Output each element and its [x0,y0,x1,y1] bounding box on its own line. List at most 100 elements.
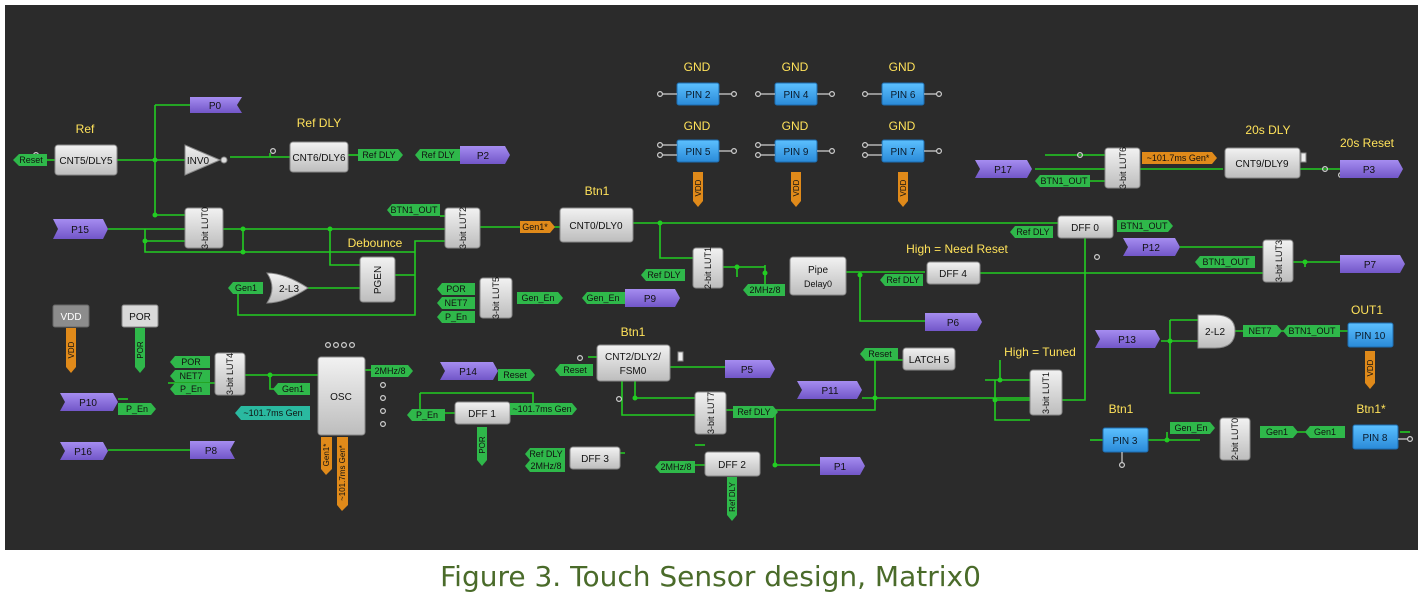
vdd-box[interactable]: VDD [52,304,90,328]
port-p8[interactable]: P8 [190,441,235,459]
net-pen-d: P_En [407,409,445,421]
block-lut0[interactable]: 3-bit LUT0 [184,207,224,249]
svg-text:P_En: P_En [180,384,202,394]
port-p13[interactable]: P13 [1095,330,1160,348]
port-p1[interactable]: P1 [820,457,865,475]
pin-4[interactable]: PIN 4 [774,82,818,106]
svg-text:FSM0: FSM0 [620,366,647,377]
net-reset-b: Reset [498,369,535,381]
net-gen-en-c: Gen_En [1170,422,1215,434]
block-dff0[interactable]: DFF 0 [1057,215,1114,239]
svg-text:NET7: NET7 [179,371,202,381]
net-vdd-pin9: VDD [791,172,801,207]
block-cnt2[interactable]: CNT2/DLY2/FSM0 [596,344,684,382]
svg-text:NET7: NET7 [444,298,467,308]
svg-text:DFF 3: DFF 3 [581,454,609,465]
net-gen101-b: ~101.7ms Gen [235,406,310,420]
port-p14[interactable]: P14 [440,362,498,380]
pin-10[interactable]: PIN 10 [1347,322,1394,348]
port-p17[interactable]: P17 [975,160,1032,178]
block-lut7[interactable]: 3-bit LUT7 [694,391,727,435]
block-2-l3[interactable]: 2-L3 [266,272,309,304]
pin-3[interactable]: PIN 3 [1102,427,1149,453]
port-p16[interactable]: P16 [60,442,108,460]
svg-text:NET7: NET7 [1248,326,1271,336]
title-ref: Ref [76,122,95,136]
pin-6[interactable]: PIN 6 [881,82,925,106]
title-debounce: Debounce [348,236,403,250]
block-dff3[interactable]: DFF 3 [569,446,621,470]
block-cnt5[interactable]: CNT5/DLY5 [54,144,118,176]
svg-text:INV0: INV0 [187,156,210,167]
block-dff4[interactable]: DFF 4 [926,261,981,285]
pin-5[interactable]: PIN 5 [676,139,720,163]
block-lut0b[interactable]: 2-bit LUT0 [1219,417,1251,461]
port-p10[interactable]: P10 [60,393,118,411]
port-p11[interactable]: P11 [797,381,862,399]
schematic-canvas: Ref Ref DLY Debounce Btn1 Btn1 High = Ne… [5,5,1418,550]
port-p0[interactable]: P0 [190,97,242,113]
svg-text:3-bit LUT1: 3-bit LUT1 [1041,372,1051,414]
block-lut4[interactable]: 3-bit LUT4 [214,352,246,396]
net-vdd-pin5: VDD [693,172,703,207]
block-osc[interactable]: OSC [317,356,366,436]
net-gen1-d: Gen1 [1305,426,1345,438]
net-mhz-a: 2MHz/8 [743,284,785,296]
block-dff1[interactable]: DFF 1 [454,401,511,425]
svg-text:VDD: VDD [1366,359,1375,376]
svg-text:Ref DLY: Ref DLY [737,407,770,417]
port-p9[interactable]: P9 [625,289,680,307]
block-cnt0[interactable]: CNT0/DLY0 [559,207,634,243]
pin-8[interactable]: PIN 8 [1352,424,1399,450]
net-gen101-v: ~101.7ms Gen* [337,437,348,511]
net-btn1-out-3: BTN1_OUT [1035,175,1090,187]
port-p7[interactable]: P7 [1340,255,1405,273]
svg-text:P7: P7 [1364,260,1377,271]
block-dff2[interactable]: DFF 2 [704,451,761,477]
svg-text:2MHz/8: 2MHz/8 [374,366,405,376]
block-inv0[interactable]: INV0 [184,144,228,176]
block-cnt6[interactable]: CNT6/DLY6 [289,141,349,173]
svg-text:Ref DLY: Ref DLY [886,275,919,285]
port-p15[interactable]: P15 [53,219,108,239]
block-lut6[interactable]: 3-bit LUT6 [1104,147,1141,189]
svg-text:P6: P6 [947,318,960,329]
block-lut1a[interactable]: 2-bit LUT1 [692,247,724,289]
net-mhz-d: 2MHz/8 [655,461,695,473]
net-mhz-b: 2MHz/8 [371,365,413,377]
block-lut3[interactable]: 3-bit LUT3 [1262,239,1294,283]
pin-9[interactable]: PIN 9 [774,139,818,163]
port-p12[interactable]: P12 [1123,238,1180,256]
net-reset-in: Reset [13,154,47,166]
port-p6[interactable]: P6 [925,313,982,331]
svg-text:2MHz/8: 2MHz/8 [749,285,780,295]
svg-text:PGEN: PGEN [373,266,384,294]
svg-text:VDD: VDD [792,179,801,196]
port-p3[interactable]: P3 [1340,160,1403,178]
svg-text:CNT6/DLY6: CNT6/DLY6 [292,153,346,164]
svg-text:3-bit LUT6: 3-bit LUT6 [1118,147,1128,189]
port-p2[interactable]: P2 [460,146,510,164]
svg-text:P_En: P_En [445,312,467,322]
svg-text:3-bit LUT4: 3-bit LUT4 [225,353,235,395]
svg-text:~101.7ms Gen: ~101.7ms Gen [512,404,571,414]
title-20s-dly: 20s DLY [1245,123,1290,137]
svg-text:PIN 4: PIN 4 [783,90,808,101]
block-lut1b[interactable]: 3-bit LUT1 [1029,369,1063,416]
svg-text:P_En: P_En [416,410,438,420]
net-ref-dly-5: Ref DLY [1010,226,1053,238]
por-box[interactable]: POR [121,304,159,328]
block-lut5[interactable]: 3-bit LUT5 [479,277,513,319]
svg-text:DFF 2: DFF 2 [718,460,746,471]
block-2-l2[interactable]: 2-L2 [1197,314,1236,349]
port-p5[interactable]: P5 [725,360,775,378]
block-cnt9[interactable]: CNT9/DLY9 [1224,147,1307,179]
block-latch5[interactable]: LATCH 5 [902,347,956,371]
title-high-tuned: High = Tuned [1004,345,1076,359]
block-pgen[interactable]: PGEN [359,256,396,303]
svg-text:3-bit LUT2: 3-bit LUT2 [458,207,468,249]
pin-7[interactable]: PIN 7 [881,139,925,163]
block-lut2[interactable]: 3-bit LUT2 [444,207,481,249]
pin-2[interactable]: PIN 2 [676,82,720,106]
